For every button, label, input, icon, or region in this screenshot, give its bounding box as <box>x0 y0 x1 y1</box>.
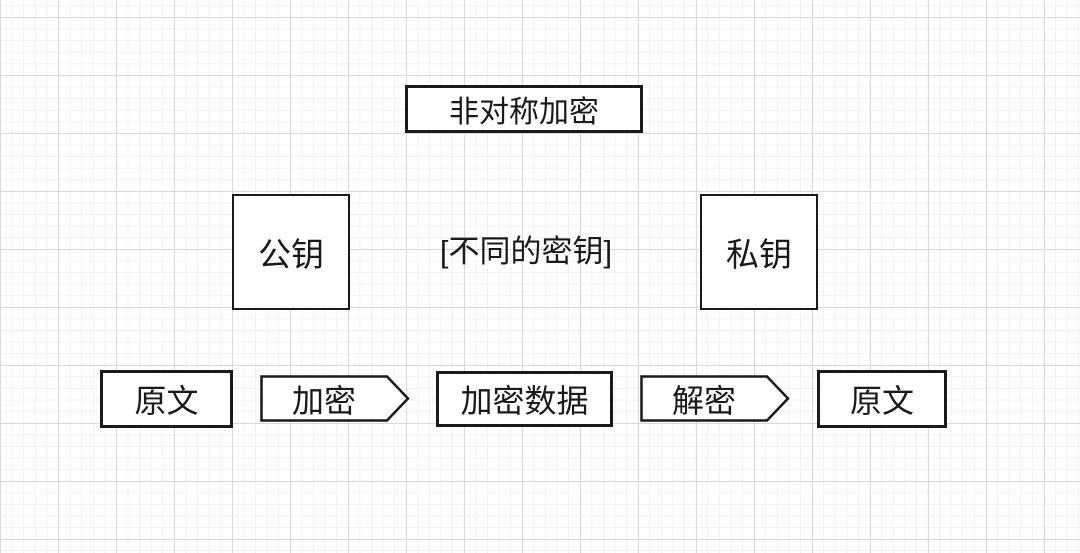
different-keys-note: [不同的密钥] <box>439 234 613 269</box>
decrypt-label: 解密 <box>671 382 736 419</box>
encrypt-arrow: 加密 <box>260 375 410 422</box>
right-arrow-shape <box>260 375 410 422</box>
plaintext-box-left: 原文 <box>100 370 233 428</box>
encrypted-data-label: 加密数据 <box>460 383 589 419</box>
public-key-label: 公钥 <box>258 236 324 273</box>
decrypt-arrow: 解密 <box>640 375 790 422</box>
plaintext-box-right: 原文 <box>817 370 947 428</box>
title-label: 非对称加密 <box>449 96 599 129</box>
public-key-box: 公钥 <box>232 194 350 310</box>
encrypted-data-box: 加密数据 <box>436 371 613 427</box>
title-box: 非对称加密 <box>405 85 643 133</box>
plaintext-left-label: 原文 <box>134 383 199 419</box>
right-arrow-shape <box>640 375 790 422</box>
encrypt-label: 加密 <box>291 382 356 419</box>
private-key-label: 私钥 <box>726 236 792 273</box>
private-key-box: 私钥 <box>700 194 818 310</box>
plaintext-right-label: 原文 <box>849 383 914 419</box>
